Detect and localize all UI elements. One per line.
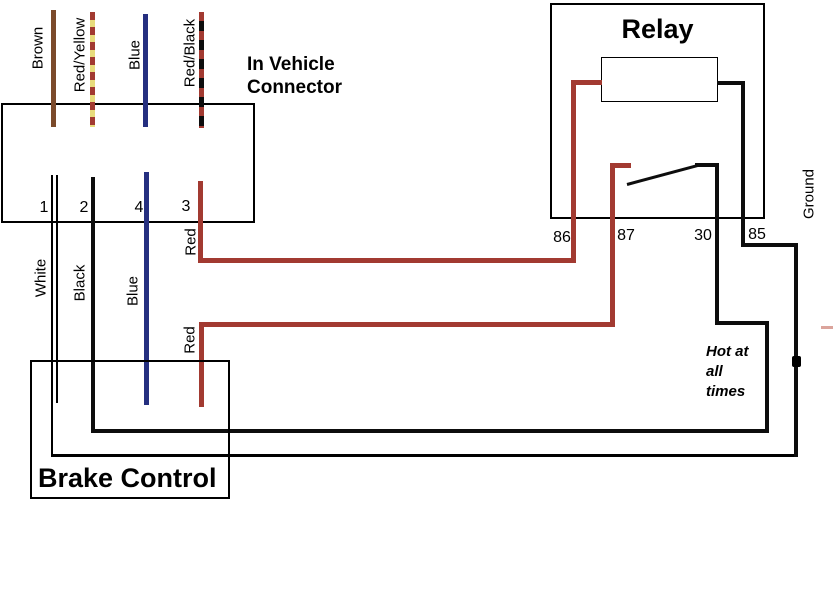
red-yellow-wire	[90, 12, 95, 127]
black-coil-lead-horizontal	[717, 81, 744, 85]
blue-wire-label: Blue	[126, 39, 144, 71]
terminal-87-label: 87	[617, 227, 635, 244]
brown-wire-label: Brown	[29, 26, 47, 70]
hot-run-horizontal	[91, 429, 769, 433]
red-black-wire	[199, 12, 204, 128]
relay-title: Relay	[621, 14, 694, 44]
red-87-stub-horizontal	[610, 163, 631, 168]
black-30-horizontal	[715, 321, 769, 325]
hot-note-line2: all	[706, 363, 723, 380]
black-wire-pin2	[91, 177, 95, 431]
pin-2-number: 2	[79, 199, 89, 216]
blue-wire-lower-label: Blue	[124, 275, 142, 307]
connector-title-line1: In Vehicle	[247, 54, 335, 75]
relay-coil-box	[601, 57, 718, 102]
red-wire-upper-label: Red	[182, 228, 200, 256]
pin-4-number: 4	[134, 199, 144, 216]
white-wire-left-strand	[51, 175, 53, 456]
switch-horizontal	[695, 163, 719, 167]
brake-control-title: Brake Control	[38, 463, 217, 493]
hot-note-line3: times	[706, 383, 746, 400]
relay-box	[550, 3, 765, 219]
hot-at-all-times-note: Hot at all times	[706, 342, 749, 402]
white-wire-right-strand	[56, 175, 58, 403]
black-85-vertical	[741, 81, 745, 247]
black-wire-label: Black	[71, 264, 89, 302]
red-86-vertical	[571, 80, 576, 262]
red-87-vertical	[610, 163, 615, 327]
faint-red-artifact	[821, 326, 833, 329]
terminal-85-label: 85	[748, 226, 766, 243]
red-wire-pin3-horizontal	[198, 258, 576, 263]
connector-title-line2: Connector	[247, 77, 342, 98]
blue-wire-top	[143, 14, 148, 127]
black-85-horizontal	[741, 243, 798, 247]
hot-note-line1: Hot at	[706, 343, 749, 360]
terminal-30-label: 30	[694, 227, 712, 244]
in-vehicle-connector-box	[1, 103, 255, 223]
ground-label: Ground	[800, 168, 818, 220]
red-wire-lower-label: Red	[181, 326, 199, 354]
pin-3-number: 3	[181, 198, 191, 215]
white-wire-label: White	[32, 258, 50, 298]
in-vehicle-connector-title: In Vehicle Connector	[247, 53, 342, 99]
blue-wire-pin4	[144, 172, 149, 405]
brake-control-box	[30, 360, 230, 499]
red-wire-87-horizontal	[199, 322, 615, 327]
red-coil-lead-horizontal	[571, 80, 602, 85]
red-yellow-wire-label: Red/Yellow	[71, 17, 89, 93]
terminal-86-label: 86	[553, 229, 571, 246]
brown-wire	[51, 10, 56, 127]
red-wire-pin3-vertical	[198, 181, 203, 262]
ground-wire-splice-blob	[792, 356, 801, 367]
pin-1-number: 1	[39, 199, 49, 216]
black-ground-vertical	[794, 243, 798, 457]
black-30-drop-vertical	[765, 321, 769, 433]
ground-run-horizontal	[51, 454, 798, 457]
black-30-vertical	[715, 163, 719, 325]
red-black-wire-label: Red/Black	[181, 18, 199, 88]
red-wire-87-drop-vertical	[199, 322, 204, 407]
